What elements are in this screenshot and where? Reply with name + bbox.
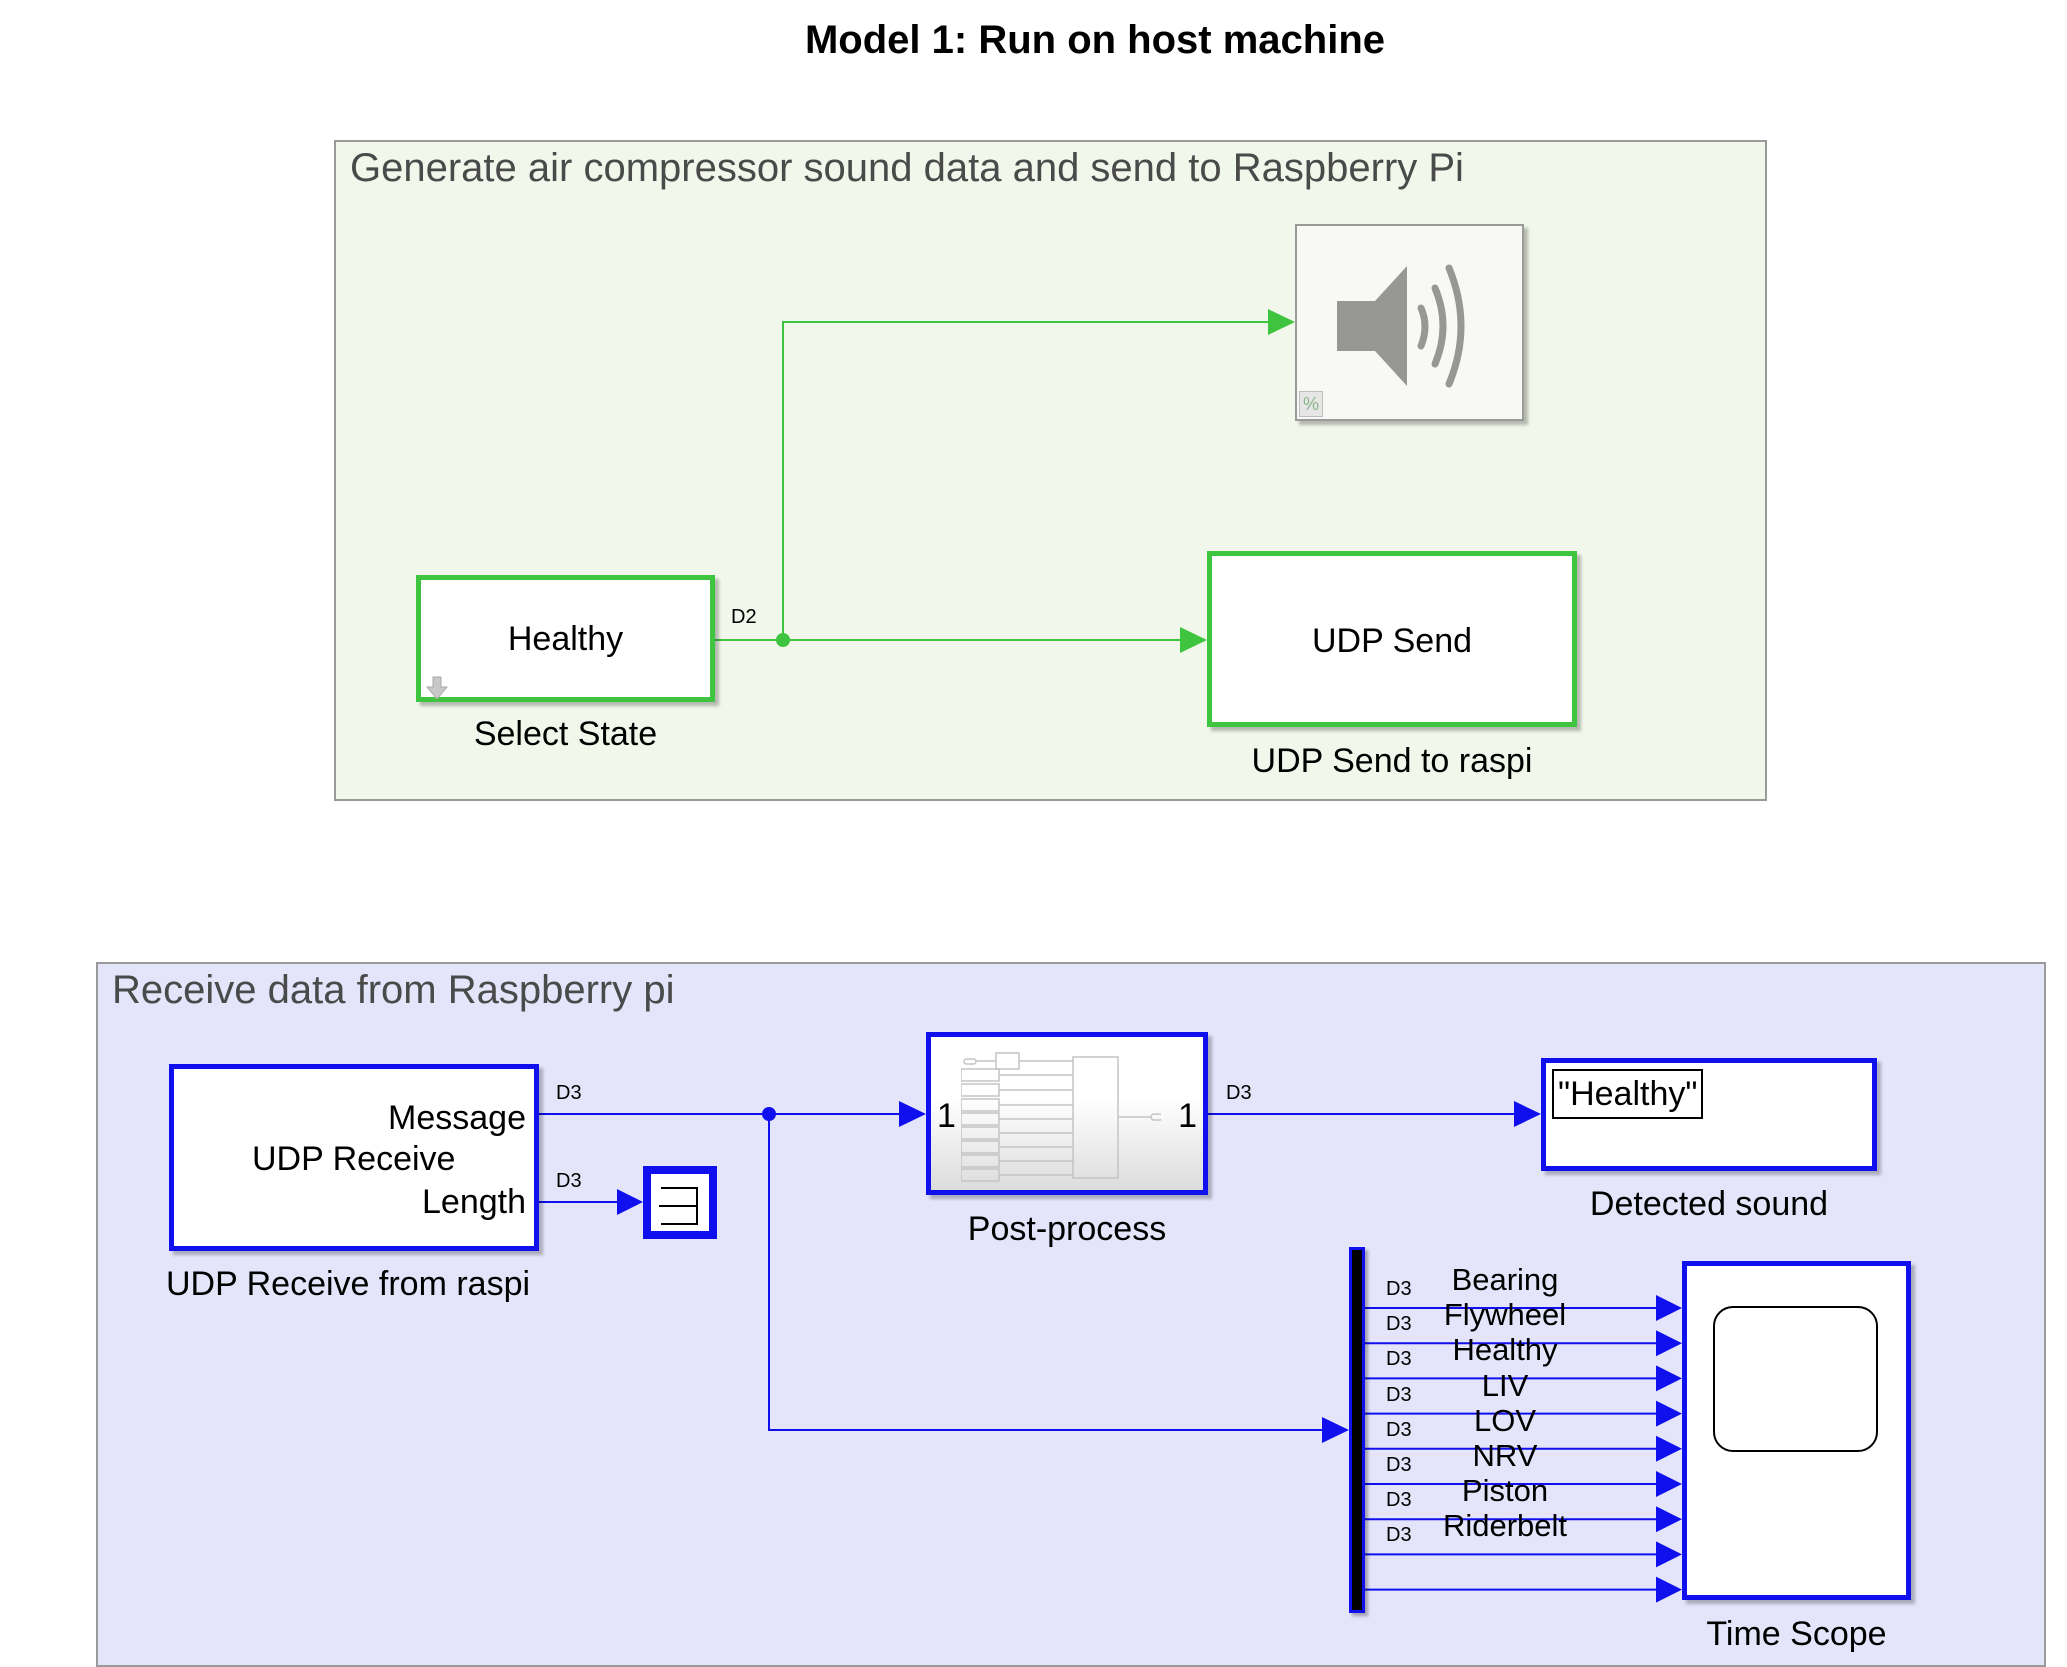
select-state-label: Select State xyxy=(473,715,658,753)
signal-rate-d2: D2 xyxy=(731,606,757,628)
udp-receive-text: UDP Receive xyxy=(252,1140,456,1178)
scope-input-arrow xyxy=(1656,1330,1682,1357)
demux-signal-name: LIV xyxy=(1481,1367,1529,1403)
post-process-block[interactable]: 1 1 xyxy=(926,1032,1208,1195)
display-block[interactable]: "Healthy" xyxy=(1541,1058,1877,1171)
signal-rate-message: D3 xyxy=(556,1082,582,1104)
select-state-value: Healthy xyxy=(507,620,624,658)
demux-block[interactable] xyxy=(1349,1247,1365,1613)
subsystem-preview-icon xyxy=(961,1052,1161,1182)
terminator-icon xyxy=(659,1187,698,1225)
scope-input-arrow xyxy=(1656,1435,1682,1462)
select-state-block[interactable]: Healthy xyxy=(416,575,715,702)
model-title: Model 1: Run on host machine xyxy=(804,18,1386,62)
udp-send-block[interactable]: UDP Send xyxy=(1207,551,1577,727)
wire-branch-to-speaker xyxy=(782,321,1270,640)
scope-input-arrow xyxy=(1656,1400,1682,1427)
demux-signal-name: Healthy xyxy=(1452,1332,1558,1368)
post-process-label: Post-process xyxy=(967,1210,1167,1248)
audio-device-block[interactable]: % xyxy=(1295,224,1524,421)
terminator-block[interactable] xyxy=(643,1166,717,1239)
scope-input-arrow xyxy=(1656,1295,1682,1321)
demux-signal-name: Riderbelt xyxy=(1442,1508,1568,1544)
udp-send-text: UDP Send xyxy=(1311,622,1473,660)
display-label: Detected sound xyxy=(1589,1185,1829,1223)
signal-rate-post-process: D3 xyxy=(1226,1082,1252,1104)
display-value: "Healthy" xyxy=(1552,1069,1704,1119)
udp-receive-label: UDP Receive from raspi xyxy=(166,1265,531,1303)
demux-signal-rate: D3 xyxy=(1386,1454,1412,1476)
demux-signal-rate: D3 xyxy=(1386,1383,1412,1406)
area-receive-title: Receive data from Raspberry pi xyxy=(112,968,675,1012)
post-process-in-port: 1 xyxy=(937,1097,956,1135)
demux-signal-name: Flywheel xyxy=(1443,1297,1567,1333)
demux-signal-name: Piston xyxy=(1461,1473,1549,1509)
post-process-out-port: 1 xyxy=(1178,1097,1197,1135)
demux-signal-name: NRV xyxy=(1472,1438,1538,1473)
percent-badge: % xyxy=(1299,391,1323,417)
demux-signal-rate: D3 xyxy=(1386,1313,1412,1336)
signal-rate-length: D3 xyxy=(556,1170,582,1192)
branch-point-green xyxy=(776,633,790,647)
branch-point-blue xyxy=(762,1107,776,1121)
udp-receive-block[interactable]: Message UDP Receive Length xyxy=(169,1064,539,1251)
area-generate-title: Generate air compressor sound data and s… xyxy=(350,146,1464,190)
arrow-display xyxy=(1514,1101,1541,1127)
time-scope-block[interactable] xyxy=(1682,1261,1911,1600)
scope-input-arrow xyxy=(1656,1365,1682,1392)
arrow-post-process xyxy=(899,1101,926,1127)
udp-send-label: UDP Send to raspi xyxy=(1251,742,1533,780)
arrow-udp-send xyxy=(1180,627,1207,653)
arrow-speaker xyxy=(1268,309,1295,335)
wire-branch-to-demux xyxy=(768,1114,1330,1431)
speaker-icon xyxy=(1337,264,1465,388)
scope-input-arrow xyxy=(1656,1541,1682,1568)
scope-input-arrow xyxy=(1656,1576,1682,1603)
demux-signal-name: Bearing xyxy=(1451,1262,1559,1297)
arrow-terminator xyxy=(617,1189,643,1215)
scope-input-arrow xyxy=(1656,1471,1682,1497)
demux-signal-rate: D3 xyxy=(1386,1348,1412,1371)
port-message-label: Message xyxy=(388,1099,526,1137)
demux-signal-rate: D3 xyxy=(1386,1418,1412,1441)
down-arrow-icon xyxy=(425,676,449,700)
demux-signal-rate: D3 xyxy=(1386,1524,1412,1547)
port-length-label: Length xyxy=(422,1183,526,1221)
scope-input-arrow xyxy=(1656,1506,1682,1533)
time-scope-label: Time Scope xyxy=(1706,1615,1887,1653)
scope-screen-icon xyxy=(1713,1306,1878,1452)
demux-signal-rate: D3 xyxy=(1386,1489,1412,1512)
arrow-demux xyxy=(1322,1417,1349,1443)
demux-signal-name: LOV xyxy=(1473,1402,1537,1438)
demux-signal-rate: D3 xyxy=(1386,1278,1412,1300)
